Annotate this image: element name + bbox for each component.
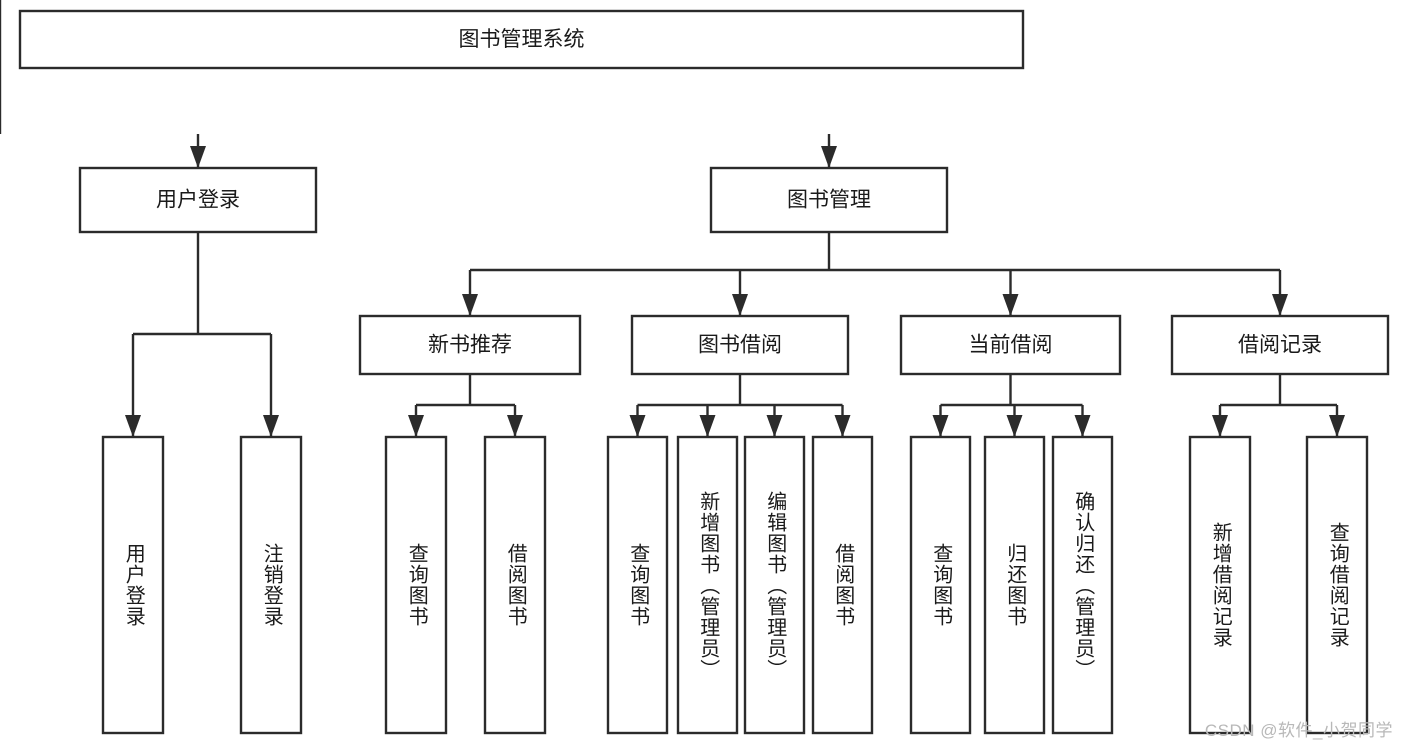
arrow-head-icon (834, 415, 851, 437)
node-box-leaf-4[interactable] (606, 435, 669, 735)
arrow-head-icon (507, 415, 523, 437)
node-box-level3-0[interactable] (358, 314, 582, 376)
node-box-level3-2[interactable] (899, 314, 1122, 376)
arrow-head-icon (699, 415, 716, 437)
arrow-head-icon (1002, 294, 1019, 316)
arrow-head-icon (629, 415, 646, 437)
node-box-level3-1[interactable] (630, 314, 850, 376)
node-box-leaf-5[interactable] (676, 435, 739, 735)
box-layer (18, 9, 1390, 735)
arrow-head-icon (462, 294, 478, 316)
arrow-head-icon (125, 415, 141, 437)
arrow-head-icon (408, 415, 424, 437)
arrow-head-icon (1212, 415, 1228, 437)
node-box-leaf-1[interactable] (239, 435, 303, 735)
node-box-leaf-12[interactable] (1305, 435, 1369, 735)
arrow-head-icon (1329, 415, 1345, 437)
node-box-leaf-11[interactable] (1188, 435, 1252, 735)
node-box-leaf-8[interactable] (909, 435, 972, 735)
csdn-watermark: CSDN @软件_小贺同学 (1204, 721, 1393, 740)
arrow-head-icon (821, 146, 837, 168)
node-box-root[interactable] (18, 9, 1025, 70)
node-box-level3-3[interactable] (1170, 314, 1390, 376)
arrow-head-icon (732, 294, 748, 316)
arrow-head-icon (1006, 415, 1023, 437)
node-box-leaf-3[interactable] (483, 435, 547, 735)
node-box-leaf-0[interactable] (101, 435, 165, 735)
node-box-leaf-7[interactable] (811, 435, 874, 735)
node-label-root: 图书管理系统 (459, 28, 585, 51)
connector-layer (0, 0, 1345, 437)
node-box-leaf-2[interactable] (384, 435, 448, 735)
arrow-head-icon (766, 415, 783, 437)
node-box-level2-0[interactable] (78, 166, 318, 234)
arrow-head-icon (1272, 294, 1288, 316)
node-label-level3-3: 借阅记录 (1238, 334, 1322, 357)
node-box-leaf-10[interactable] (1051, 435, 1114, 735)
arrow-head-icon (932, 415, 949, 437)
node-box-leaf-6[interactable] (743, 435, 806, 735)
arrow-head-icon (190, 146, 206, 168)
node-label-level3-0: 新书推荐 (428, 334, 512, 357)
node-label-level2-1: 图书管理 (787, 189, 871, 212)
arrow-head-icon (263, 415, 279, 437)
arrow-head-icon (1074, 415, 1091, 437)
node-box-leaf-9[interactable] (983, 435, 1046, 735)
node-box-level2-1[interactable] (709, 166, 949, 234)
node-label-level3-1: 图书借阅 (698, 334, 782, 357)
node-label-level3-2: 当前借阅 (969, 334, 1053, 357)
node-label-level2-0: 用户登录 (156, 189, 240, 212)
